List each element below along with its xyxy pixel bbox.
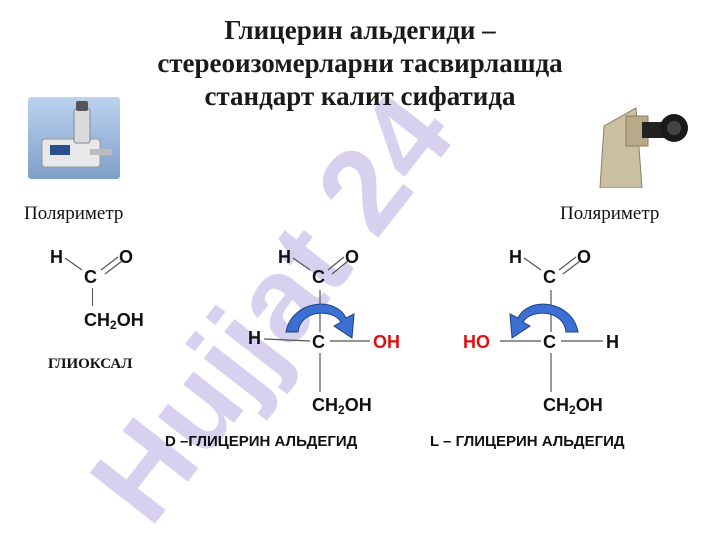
polarimeter-label-right: Поляриметр: [560, 203, 660, 224]
glyoxal-bond-o-b: [104, 260, 123, 275]
polarimeter-image-left: [28, 97, 120, 179]
d-oh-right: OH: [373, 332, 400, 352]
l-bond-h: [523, 257, 542, 271]
d-c-top: C: [312, 267, 325, 287]
glyoxal-oh: OH: [116, 310, 144, 330]
l-ch2oh: CH2OH: [543, 395, 603, 420]
glyoxal-c: C: [84, 267, 97, 287]
d-oh: OH: [344, 395, 372, 415]
glyoxal-sub2: 2: [110, 318, 117, 332]
glyoxal-h: H: [50, 247, 63, 267]
page-title: Глицерин альдегиди – стереоизомерларни т…: [0, 14, 720, 113]
d-caption: D –ГЛИЦЕРИН АЛЬДЕГИД: [165, 433, 358, 450]
glyoxal-bond-o-a: [100, 256, 119, 271]
d-bond-o-b: [331, 260, 349, 275]
glyoxal-bond-h: [64, 257, 83, 271]
l-caption: L – ГЛИЦЕРИН АЛЬДЕГИД: [430, 433, 625, 450]
glyoxal-ch: CH: [84, 310, 110, 330]
glyoxal-bond-vertical: [92, 288, 93, 306]
l-sub2: 2: [569, 403, 576, 417]
d-ch2oh: CH2OH: [312, 395, 372, 420]
l-h-right: H: [606, 332, 619, 352]
polarimeter-label-left: Поляриметр: [24, 203, 124, 224]
d-c-mid: C: [312, 332, 325, 352]
d-bond-left: [263, 338, 311, 342]
l-h-top: H: [509, 247, 522, 267]
d-bond-h: [292, 257, 311, 271]
l-bond-o-b: [562, 260, 581, 275]
l-c-top: C: [543, 267, 556, 287]
d-h-left: H: [248, 328, 261, 348]
l-c-mid: C: [543, 332, 556, 352]
l-ch: CH: [543, 395, 569, 415]
d-h-top: H: [278, 247, 291, 267]
title-line-2: стереоизомерларни тасвирлашда: [157, 48, 563, 78]
glyoxal-o: O: [119, 247, 134, 267]
d-ch: CH: [312, 395, 338, 415]
l-bond-o-a: [558, 256, 577, 271]
d-sub2: 2: [338, 403, 345, 417]
l-ho-left: HO: [463, 332, 490, 352]
title-line-1: Глицерин альдегиди –: [224, 15, 496, 45]
d-bond-o-a: [327, 256, 345, 271]
title-line-3: стандарт калит сифатида: [204, 81, 516, 111]
l-oh: OH: [575, 395, 603, 415]
d-rotation-arrow-icon: [285, 303, 355, 339]
glyoxal-name: ГЛИОКСАЛ: [48, 356, 133, 372]
l-o-top: O: [577, 247, 592, 267]
glyoxal-ch2oh: CH2OH: [84, 310, 144, 335]
d-o-top: O: [345, 247, 360, 267]
l-rotation-arrow-icon: [509, 303, 579, 339]
polarimeter-image-right: [599, 107, 688, 188]
